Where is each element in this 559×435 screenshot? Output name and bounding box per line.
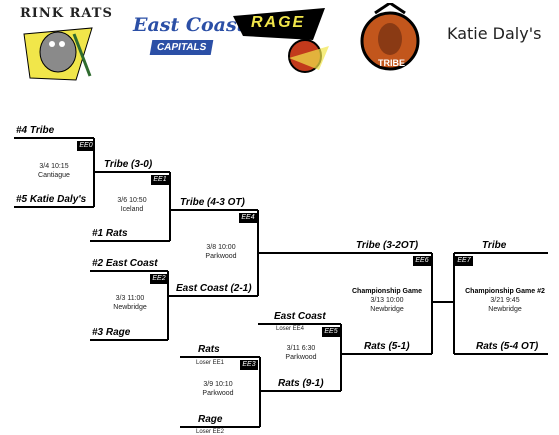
ee5-bottom-team: Rats (9-1)	[278, 378, 324, 389]
ee6-date: 3/13 10:00	[370, 297, 404, 304]
ee2-bottom-team: #3 Rage	[92, 327, 131, 338]
game-id-ee1: EE1	[151, 175, 169, 185]
game-id-ee4: EE4	[239, 213, 257, 223]
ee0-top-team: #4 Tribe	[16, 125, 55, 136]
tribe-wordmark: TRIBE	[378, 58, 405, 68]
ee5-venue: Parkwood	[285, 354, 317, 361]
ee7-top-team: Tribe	[482, 240, 507, 251]
ee1-venue: Iceland	[120, 206, 144, 213]
ee0-bottom-team: #5 Katie Daly's	[16, 194, 87, 205]
ee5-date: 3/11 6:30	[286, 345, 316, 352]
ee6-title: Championship Game	[351, 288, 422, 295]
ee3-date: 3/9 10:10	[203, 381, 233, 388]
ee3-bottom-team: Rage	[198, 414, 223, 425]
ee3-bottom-sub: Loser EE2	[196, 429, 225, 435]
ee0-venue: Cantiague	[38, 172, 70, 179]
game-id-ee7: EE7	[455, 256, 473, 266]
rage-logo: RAGE	[233, 6, 329, 78]
game-id-ee2: EE2	[150, 274, 168, 284]
game-id-ee3: EE3	[240, 360, 258, 370]
rink-rats-wordmark: RINK RATS	[20, 6, 113, 21]
tribe-logo: TRIBE	[357, 1, 423, 79]
ee2-top-team: #2 East Coast	[92, 258, 158, 269]
rage-wordmark: RAGE	[251, 14, 306, 31]
ee5-top-sub: Loser EE4	[276, 326, 305, 332]
ee7-venue: Newbridge	[488, 306, 522, 313]
ee4-venue: Parkwood	[205, 253, 237, 260]
east-coast-capitals-logo: East Coast CAPITALS	[133, 10, 245, 70]
ee0-date: 3/4 10:15	[39, 163, 69, 170]
ee6-bottom-team: Rats (5-1)	[364, 341, 410, 352]
katie-dalys-logo: Katie Daly's	[447, 22, 557, 52]
ee6-venue: Newbridge	[370, 306, 404, 313]
game-id-ee6: EE6	[413, 256, 431, 266]
rink-rats-logo: RINK RATS	[18, 4, 112, 84]
ee2-date: 3/3 11:00	[115, 295, 145, 302]
ee2-venue: Newbridge	[113, 304, 147, 311]
ee3-venue: Parkwood	[202, 390, 234, 397]
ee6-top-team: Tribe (3-2OT)	[356, 240, 419, 251]
east-coast-wordmark: East Coast	[133, 14, 246, 36]
ee1-date: 3/6 10:50	[117, 197, 147, 204]
ee7-date: 3/21 9:45	[490, 297, 520, 304]
ee3-top-sub: Loser EE1	[196, 360, 225, 366]
katie-dalys-wordmark: Katie Daly's	[447, 24, 542, 43]
game-id-ee0: EE0	[77, 141, 95, 151]
ee4-bottom-team: East Coast (2-1)	[176, 283, 252, 294]
ee5-top-team: East Coast	[274, 311, 326, 322]
ee3-top-team: Rats	[198, 344, 220, 355]
ee4-top-team: Tribe (4-3 OT)	[180, 197, 245, 208]
game-id-ee5: EE5	[322, 327, 340, 337]
ee7-title: Championship Game #2	[465, 288, 545, 295]
ee1-bottom-team: #1 Rats	[92, 228, 128, 239]
ee1-top-team: Tribe (3-0)	[104, 159, 153, 170]
ee7-bottom-team: Rats (5-4 OT)	[476, 341, 539, 352]
ee4-date: 3/8 10:00	[206, 244, 236, 251]
